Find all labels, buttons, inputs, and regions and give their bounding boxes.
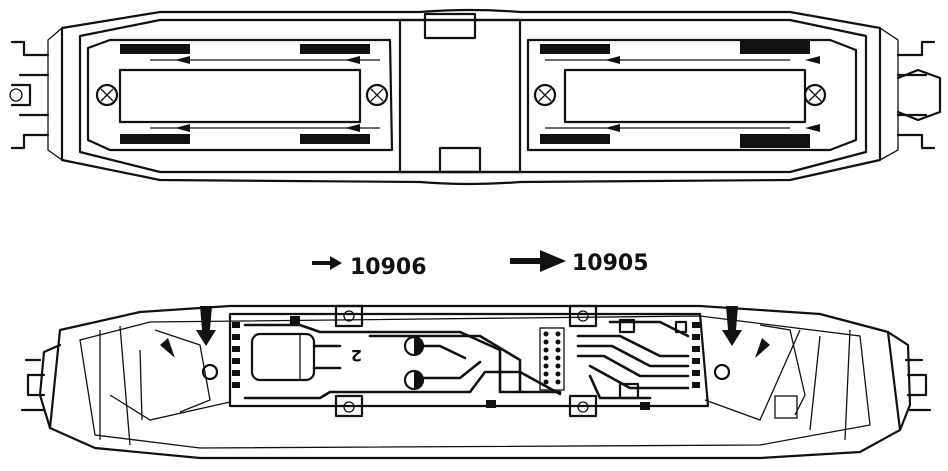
ic-footprint: [539, 327, 565, 391]
arrow-legend: 10906 10905: [312, 250, 649, 280]
smd-component: [640, 402, 650, 410]
screw-icon: [95, 83, 119, 107]
locomotive-body-view: 2: [20, 304, 932, 460]
center-frame: [398, 18, 522, 174]
connector-block: [774, 395, 798, 419]
chassis-underside-view: [9, 8, 942, 186]
board-marking: 2: [351, 346, 362, 365]
screw-icon: [201, 363, 219, 381]
diode: [403, 369, 425, 391]
large-arrow-icon: [510, 250, 566, 272]
arrow-icon: [160, 338, 175, 358]
wheel-contact: [120, 134, 190, 144]
screw-icon: [533, 83, 557, 107]
smd-component: [618, 382, 640, 400]
coupler-right: [896, 40, 942, 150]
small-arrow-icon: [312, 256, 342, 270]
arrow-icon: [755, 338, 770, 358]
down-arrow-icon: [722, 306, 742, 346]
smd-component: [290, 316, 300, 324]
center-mount-top: [423, 12, 477, 40]
screw-icon: [365, 83, 389, 107]
wheel-contact: [740, 40, 810, 54]
edge-pads-right: [692, 322, 700, 388]
down-arrow-icon: [196, 306, 216, 346]
diode: [403, 335, 425, 357]
edge-pads-left: [232, 322, 240, 388]
wheel-contact: [540, 44, 610, 54]
bogie-right: [526, 38, 858, 152]
coupler-left: [9, 40, 50, 150]
legend-label-10905: 10905: [572, 251, 649, 276]
wheel-contact: [740, 134, 810, 148]
screw-icon: [713, 363, 731, 381]
wheel-contact: [120, 44, 190, 54]
smd-component: [674, 320, 688, 334]
capacitor: [250, 332, 342, 382]
smd-component: [618, 318, 636, 334]
wheel-contact: [300, 134, 370, 144]
circuit-traces: [243, 320, 690, 400]
wheel-contact: [540, 134, 610, 144]
wheel-contact: [300, 44, 370, 54]
smd-component: [486, 400, 496, 408]
decoder-board: 2: [228, 304, 710, 418]
center-mount-bottom: [438, 146, 482, 174]
screw-icon: [803, 83, 827, 107]
bogie-left: [86, 38, 394, 152]
legend-label-10906: 10906: [350, 255, 427, 280]
